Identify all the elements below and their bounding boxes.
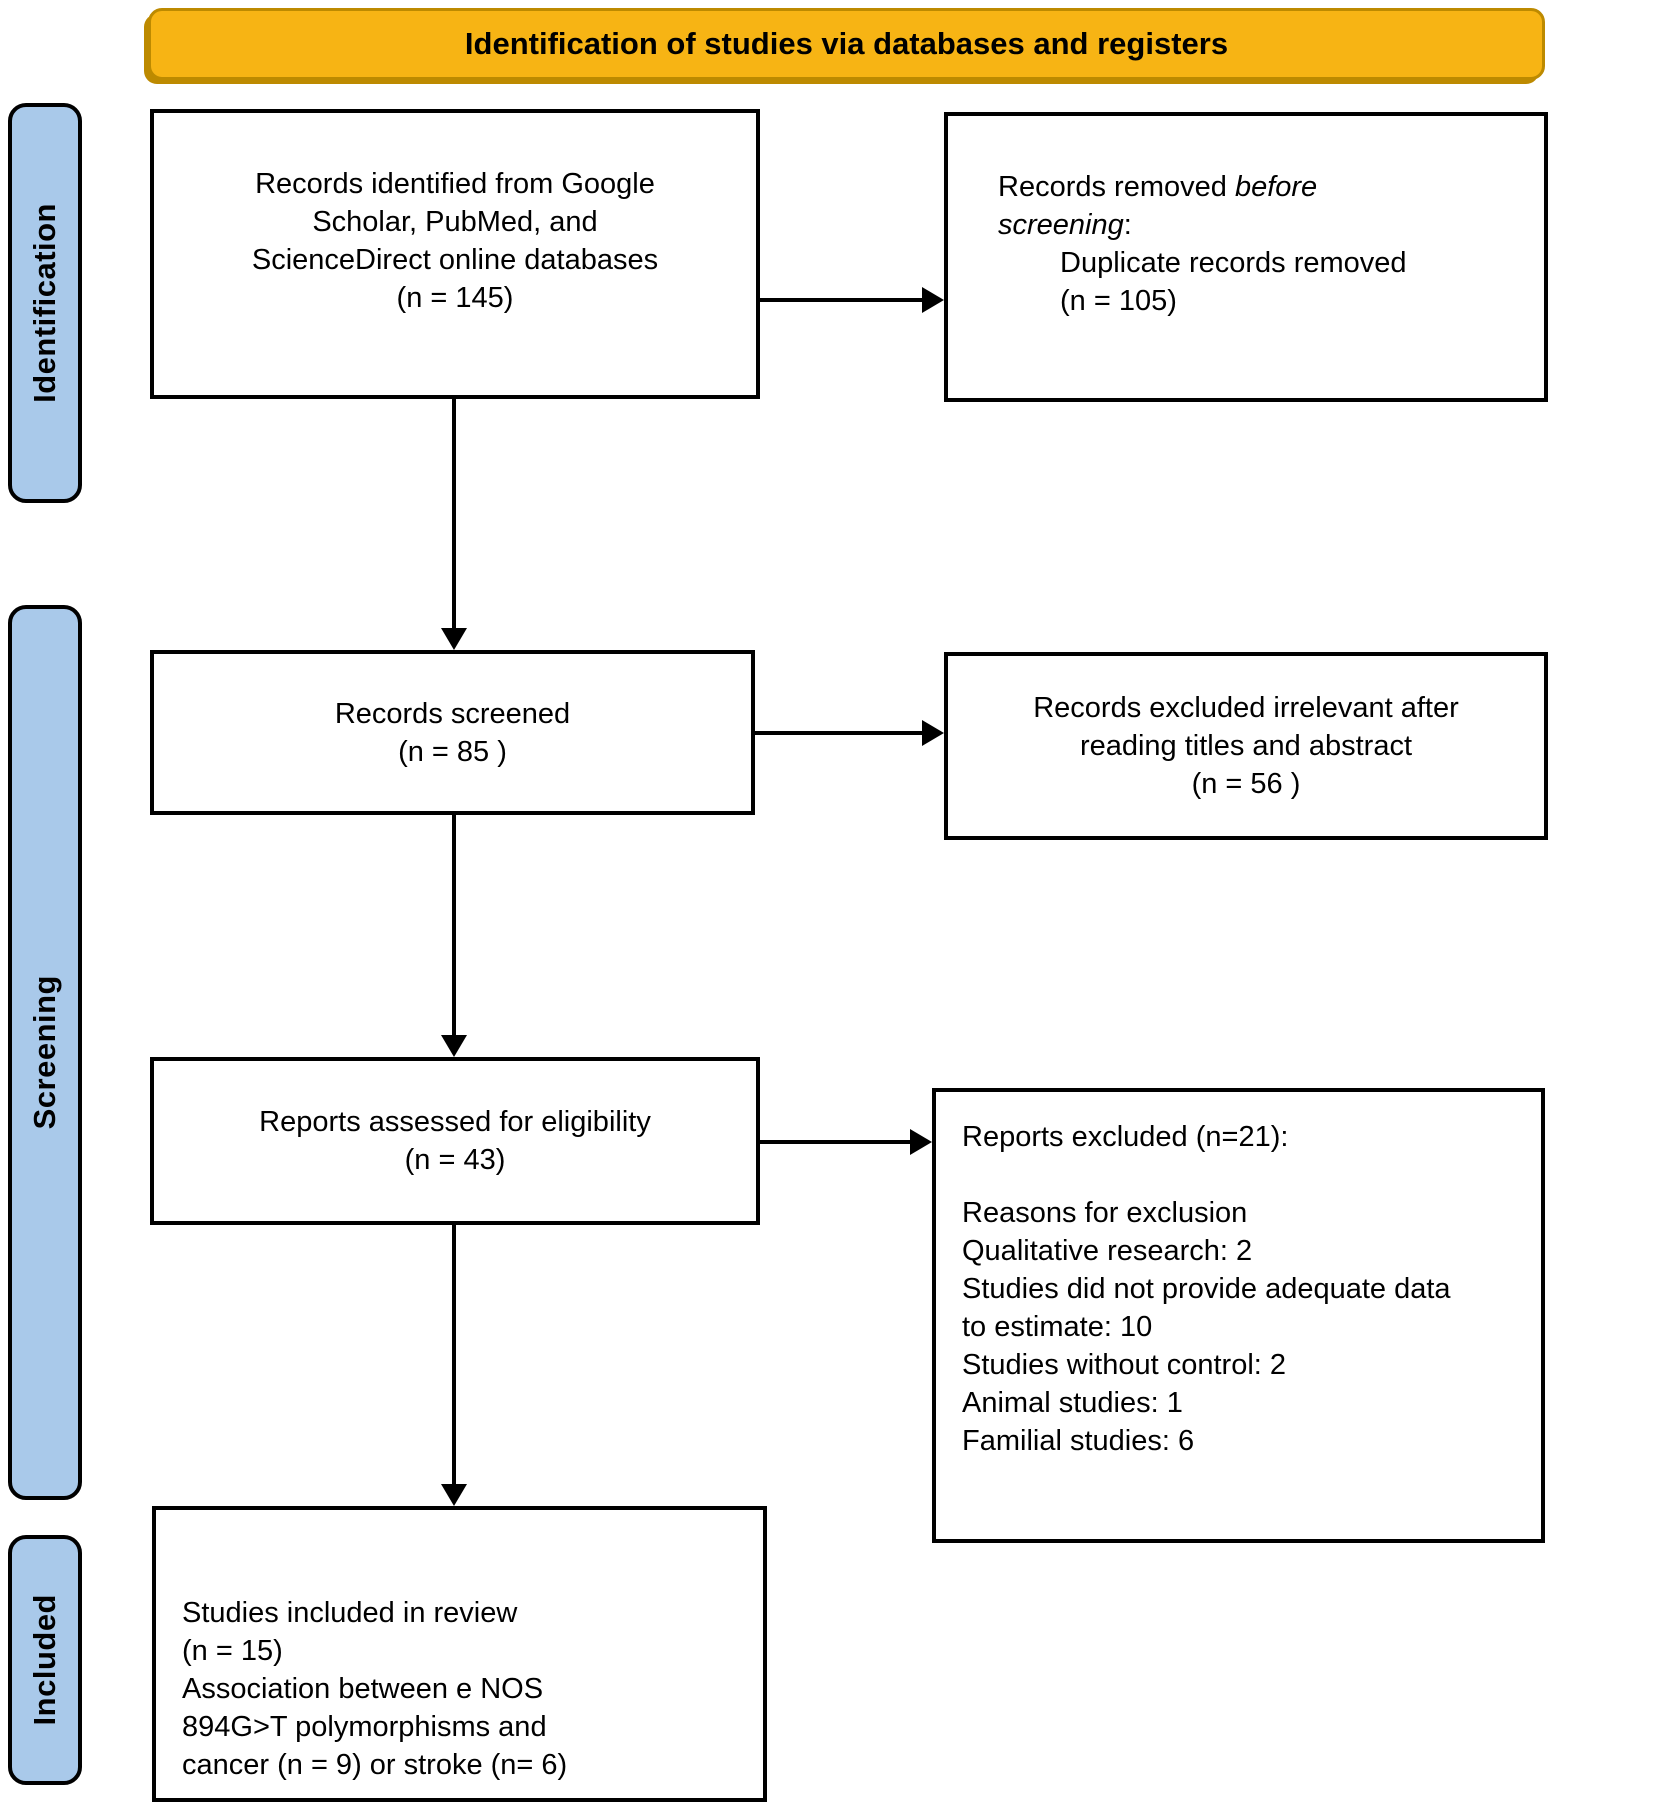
stage-label-identification: Identification — [8, 103, 82, 503]
records-removed-line1-italic: before — [1234, 171, 1318, 203]
records-removed-line1-normal: Records removed — [998, 171, 1235, 203]
stage-included-text: Included — [27, 1594, 62, 1726]
records-screened-text: Records screened (n = 85 ) — [334, 697, 571, 768]
arrow-identified-to-removed-line — [758, 298, 924, 302]
box-reports-assessed: Reports assessed for eligibility (n = 43… — [150, 1057, 760, 1225]
arrow-screened-to-assessed-line — [452, 815, 456, 1035]
arrow-identified-to-removed-head-icon — [922, 287, 944, 313]
arrow-assessed-to-included-head-icon — [441, 1484, 467, 1506]
records-removed-details: Duplicate records removed (n = 105) — [1060, 247, 1407, 317]
records-removed-line2-italic: screening — [998, 209, 1124, 241]
arrow-screened-to-excluded-line — [753, 731, 922, 735]
box-records-screened: Records screened (n = 85 ) — [150, 650, 755, 815]
title-banner: Identification of studies via databases … — [148, 8, 1545, 80]
box-studies-included: Studies included in review (n = 15) Asso… — [152, 1506, 767, 1802]
arrow-assessed-to-excluded-line — [758, 1140, 910, 1144]
box-records-excluded: Records excluded irrelevant after readin… — [944, 652, 1548, 840]
arrow-screened-to-assessed-head-icon — [441, 1035, 467, 1057]
records-removed-line2-normal: : — [1123, 209, 1132, 241]
box-reports-excluded: Reports excluded (n=21): Reasons for exc… — [932, 1088, 1545, 1543]
box-records-removed: Records removed before screening: Duplic… — [944, 112, 1548, 402]
records-excluded-text: Records excluded irrelevant after readin… — [1033, 692, 1459, 800]
records-removed-line1: Records removed before — [998, 168, 1526, 206]
arrow-identified-to-screened-head-icon — [441, 628, 467, 650]
stage-screening-text: Screening — [27, 975, 62, 1130]
arrow-assessed-to-excluded-head-icon — [910, 1129, 932, 1155]
stage-identification-text: Identification — [27, 203, 62, 403]
stage-label-screening: Screening — [8, 605, 82, 1500]
title-banner-label: Identification of studies via databases … — [464, 26, 1229, 61]
reports-assessed-text: Reports assessed for eligibility (n = 43… — [259, 1106, 651, 1176]
arrow-identified-to-screened-line — [452, 399, 456, 628]
records-removed-line2: screening: — [998, 206, 1526, 244]
box-records-identified: Records identified from Google Scholar, … — [150, 109, 760, 399]
arrow-screened-to-excluded-head-icon — [922, 720, 944, 746]
arrow-assessed-to-included-line — [452, 1225, 456, 1484]
stage-label-included: Included — [8, 1535, 82, 1785]
